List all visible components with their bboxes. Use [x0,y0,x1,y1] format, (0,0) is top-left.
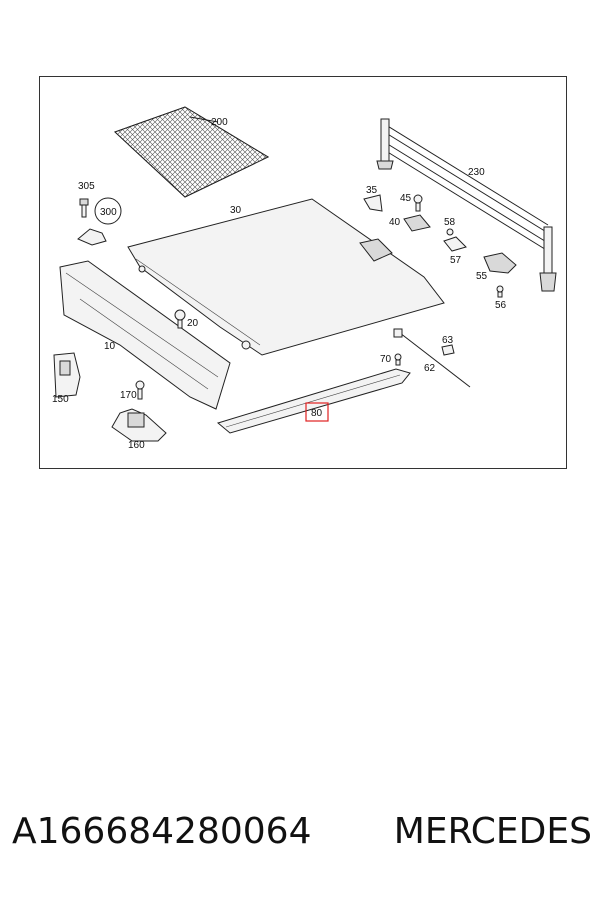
label-150: 150 [52,394,69,405]
part-caption: A166684280064 MERCEDES [12,806,592,856]
screw-70-part[interactable] [394,353,402,366]
bracket-35-part[interactable] [363,194,383,212]
cargo-net-part[interactable] [114,106,270,198]
label-56: 56 [495,300,507,311]
label-30: 30 [230,205,242,216]
clip-20-part[interactable] [174,309,186,329]
label-230: 230 [468,167,485,178]
bracket-55-part[interactable] [483,252,517,274]
screw-45-part[interactable] [413,194,423,212]
clip-63-part[interactable] [441,344,455,356]
label-55: 55 [476,271,488,282]
label-63: 63 [442,335,454,346]
load-floor-panel-part[interactable] [127,198,445,356]
label-57: 57 [450,255,462,266]
bracket-57-part[interactable] [443,236,467,252]
side-trim-10-part[interactable] [59,260,231,410]
label-80: 80 [311,408,323,419]
bolt-170-part[interactable] [135,380,145,400]
screw-58-part[interactable] [446,228,454,236]
rod-62-part[interactable] [393,328,471,388]
label-40: 40 [389,217,401,228]
label-35: 35 [366,185,378,196]
label-305: 305 [78,181,95,192]
label-70: 70 [380,354,392,365]
label-160: 160 [128,440,145,451]
label-62: 62 [424,363,436,374]
label-10: 10 [104,341,116,352]
label-20: 20 [187,318,199,329]
bolt-305-part[interactable] [79,198,89,218]
highlight-box [305,402,329,422]
label-300: 300 [100,207,117,218]
part-number: A166684280064 [12,810,312,852]
label-58: 58 [444,217,456,228]
roller-bar-230-part[interactable] [376,118,557,292]
screw-56-part[interactable] [496,285,504,298]
label-170: 170 [120,390,137,401]
brand-name: MERCEDES [393,810,592,852]
label-200: 200 [211,117,228,128]
label-45: 45 [400,193,412,204]
latch-40-part[interactable] [403,214,431,232]
diagram-frame: 200 305 300 30 10 [39,76,567,469]
rail-80-part[interactable] [216,368,411,434]
support-160-part[interactable] [111,408,167,442]
bracket-150-part[interactable] [53,352,81,398]
cap-300-part[interactable] [77,197,122,246]
parts-diagram: 200 305 300 30 10 [52,106,557,451]
